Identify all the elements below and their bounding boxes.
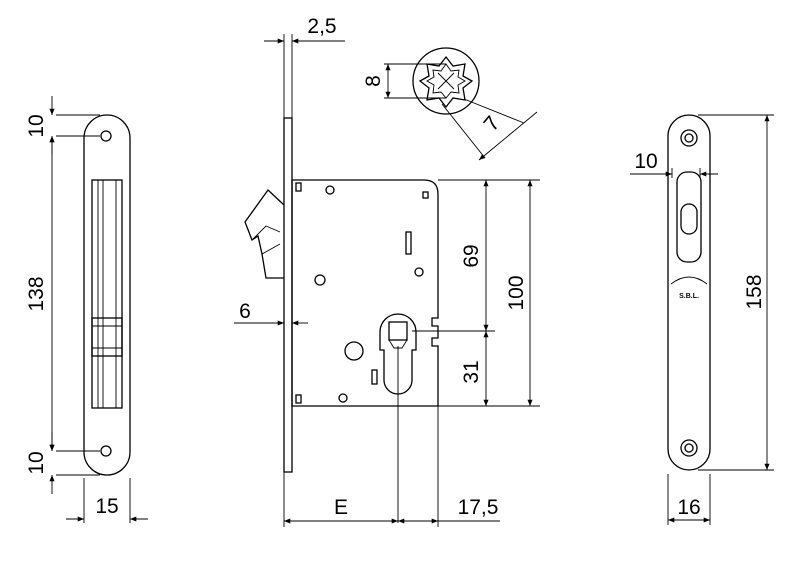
dim-strike-10: 10: [634, 150, 657, 173]
spindle-rosette: [412, 47, 480, 115]
dim-height-138: 138: [25, 276, 48, 311]
faceplate-outline: [83, 114, 131, 476]
faceplate-view: 10 138 10 15: [25, 96, 148, 523]
strike-screw-top-outer: [680, 129, 698, 147]
strike-screw-bottom-outer: [680, 439, 698, 457]
spindle-square: [388, 321, 408, 341]
dim-screw-10-top: 10: [25, 114, 48, 137]
dim-thickness-2-5: 2,5: [307, 15, 336, 38]
strike-screw-top-inner: [684, 133, 694, 143]
dim-backset-e: E: [334, 496, 348, 519]
lock-case: [291, 179, 439, 407]
dim-height-100: 100: [505, 275, 528, 310]
hook-latch: [244, 189, 285, 279]
strike-opening: [676, 171, 702, 263]
faceplate-side: [283, 117, 293, 473]
spindle-star-outline: [418, 55, 474, 109]
strike-plate-outline: [667, 114, 711, 471]
dim-latch-6: 6: [239, 300, 251, 323]
dim-strike-16: 16: [677, 496, 700, 519]
case-screw-top: [325, 185, 335, 195]
faceplate-screw-hole-top: [100, 130, 112, 142]
cylinder-cutout: [379, 313, 417, 395]
lock-body-edge: [91, 179, 123, 409]
dim-height-69: 69: [460, 244, 483, 267]
case-slot: [405, 231, 412, 255]
case-screw-mid: [414, 267, 424, 277]
dim-faceplate-15: 15: [95, 495, 118, 518]
strike-plate-view: S.B.L. 10 158 16: [630, 114, 774, 525]
case-rivet: [314, 274, 326, 286]
strike-screw-bottom-inner: [684, 443, 694, 453]
dim-strike-158: 158: [743, 274, 766, 309]
case-hole: [344, 341, 364, 361]
dim-offset-17-5: 17,5: [458, 496, 499, 519]
faceplate-screw-hole-bottom: [100, 445, 112, 457]
lock-body-view: 2,5 6 69 31 100 E 17,5: [234, 15, 540, 527]
case-screw-bottom: [338, 393, 348, 403]
dim-spindle-8: 8: [362, 75, 385, 87]
latch-edge: [91, 317, 123, 357]
strike-logo: S.B.L.: [679, 293, 699, 300]
dim-height-31: 31: [460, 360, 483, 383]
dim-spindle-7: 7: [479, 112, 504, 136]
dim-screw-10-bottom: 10: [25, 451, 48, 474]
strike-latch-recess: [680, 203, 698, 235]
spindle-detail: 8 7: [362, 47, 538, 161]
